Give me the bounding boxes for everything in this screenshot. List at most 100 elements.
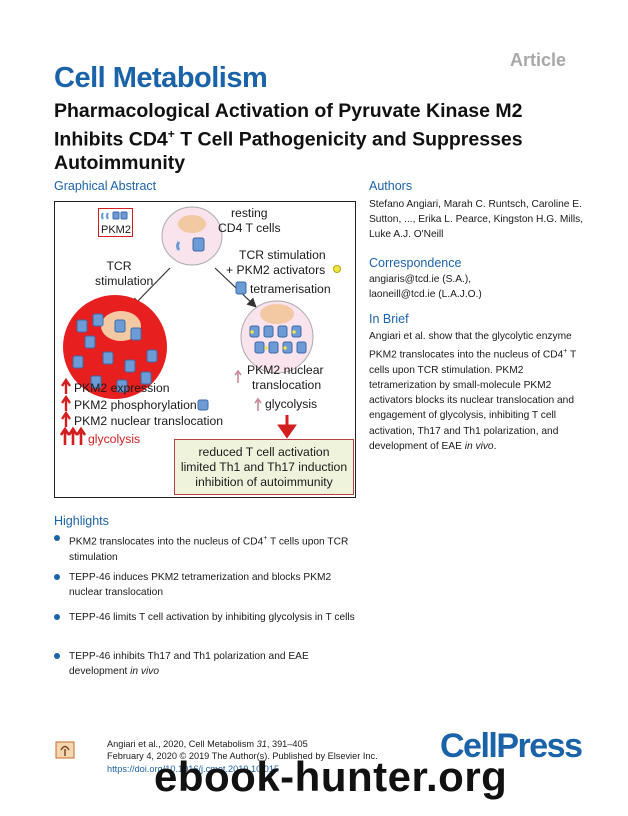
- highlight-item: TEPP-46 induces PKM2 tetramerization and…: [54, 570, 364, 601]
- pkm2-activator-icon: [333, 265, 341, 273]
- tcr-label-line2: stimulation: [95, 274, 154, 288]
- red-up-arrow-icon: [59, 426, 71, 445]
- activator-treated-cell: [240, 300, 314, 374]
- pkm2-tetramer-icon: [282, 341, 293, 354]
- pkm2-tetramer-icon: [249, 325, 260, 338]
- pkm2-icon: [146, 349, 158, 363]
- pkm2-tetramer-legend-icon: [235, 281, 247, 295]
- left-list-item: PKM2 phosphorylation: [74, 398, 197, 412]
- phospho-pkm2-icon: [197, 399, 209, 411]
- in-brief-text: Angiari et al. show that the glycolytic …: [369, 329, 584, 454]
- citation-pages: , 391–405: [266, 739, 308, 749]
- pkm2-icon: [102, 351, 114, 365]
- resting-nucleus: [178, 215, 206, 233]
- elsevier-tree-icon: [55, 741, 75, 759]
- bullet-icon: [54, 614, 60, 620]
- bullet-icon: [54, 535, 60, 541]
- red-up-arrow-icon: [61, 410, 71, 427]
- arrow-tcr: [131, 267, 171, 308]
- outcome-box: reduced T cell activation limited Th1 an…: [174, 439, 354, 495]
- graphical-abstract-heading: Graphical Abstract: [54, 179, 157, 193]
- pkm2-tetramer-icon: [291, 325, 302, 338]
- journal-name: Cell Metabolism: [54, 62, 268, 94]
- outcome-line: limited Th1 and Th17 induction: [180, 460, 348, 474]
- resting-label-line1: resting: [231, 206, 268, 220]
- left-glycolysis-label: glycolysis: [88, 432, 141, 446]
- pkm2-tag-label: PKM2: [101, 224, 131, 236]
- highlight-text: TEPP-46 inhibits Th17 and Th1 polarizati…: [69, 651, 309, 678]
- resting-label-line2: CD4 T cells: [218, 221, 281, 235]
- right-translocation-line2: translocation: [252, 378, 322, 392]
- outcome-line: reduced T cell activation: [198, 445, 330, 459]
- in-brief-superscript: +: [563, 348, 568, 356]
- pkm2-icon: [114, 319, 126, 333]
- tcr-label-line1: TCR: [106, 259, 132, 273]
- tcr-activator-label-line1: TCR stimulation: [239, 248, 326, 262]
- pkm2-icon: [140, 371, 152, 385]
- pkm2-tetramer-icon: [296, 341, 307, 354]
- authors-list: Stefano Angiari, Marah C. Runtsch, Carol…: [369, 199, 584, 241]
- watermark: ebook-hunter.org: [154, 753, 508, 800]
- cellpress-logo: CellPress: [440, 727, 583, 765]
- pkm2-icon: [76, 319, 88, 333]
- red-up-arrow-icon: [75, 426, 87, 445]
- pkm2-icon: [130, 327, 142, 341]
- highlight-item: TEPP-46 limits T cell activation by inhi…: [54, 610, 364, 625]
- pkm2-tetramer-icon: [254, 341, 265, 354]
- highlight-text: TEPP-46 induces PKM2 tetramerization and…: [69, 572, 332, 599]
- citation-line2: February 4, 2020 © 2019 The Author(s). P…: [107, 751, 378, 762]
- tcr-activator-label-line2: + PKM2 activators: [226, 263, 326, 277]
- highlight-text: T cells upon TCR stimulation: [69, 536, 349, 563]
- citation-line1: Angiari et al., 2020, Cell Metabolism 31…: [107, 738, 378, 750]
- graphical-abstract-figure: [59, 206, 341, 445]
- pkm2-tetramer-icon: [268, 341, 279, 354]
- pkm2-icon: [116, 379, 128, 393]
- resting-cell: [161, 206, 223, 266]
- correspondence-heading: Correspondence: [369, 256, 462, 270]
- highlight-superscript: +: [263, 535, 268, 542]
- pkm2-icon: [72, 355, 84, 369]
- pkm2-icon: [90, 375, 102, 389]
- citation-text: Angiari et al., 2020, Cell Metabolism: [107, 739, 257, 749]
- activator-nucleus: [260, 304, 294, 324]
- in-brief-part2: T cells upon TCR stimulation. PKM2 tetra…: [369, 349, 577, 452]
- pkm2-tetramer-icon: [277, 325, 288, 338]
- bullet-icon: [54, 653, 60, 659]
- doi-link[interactable]: https://doi.org/10.1016/j.cmet.2019.10.0…: [107, 763, 280, 774]
- citation-volume: 31: [256, 739, 267, 749]
- outcome-line: inhibition of autoimmunity: [195, 475, 333, 489]
- pkm2-icon: [84, 335, 96, 349]
- outcome-arrow: [277, 415, 297, 439]
- graphical-abstract: PKM2 resting CD4 T cells TCR stimulation…: [54, 201, 356, 498]
- in-brief-end: .: [493, 440, 497, 452]
- tetramerisation-label: tetramerisation: [250, 282, 331, 296]
- right-glycolysis-label: glycolysis: [265, 397, 318, 411]
- in-brief-heading: In Brief: [369, 312, 409, 326]
- article-type-label: Article: [509, 50, 566, 70]
- title-part2: T Cell Pathogenicity and Suppresses Auto…: [54, 128, 523, 174]
- citation: Angiari et al., 2020, Cell Metabolism 31…: [107, 738, 378, 775]
- pkm2-tetramer-icon: [192, 237, 205, 252]
- title-superscript: +: [167, 127, 175, 141]
- arrow-tcr-activators: [214, 267, 257, 308]
- highlight-text: PKM2 translocates into the nucleus of CD…: [69, 536, 264, 548]
- pkm2-legend-tag: PKM2: [98, 208, 133, 237]
- in-brief-italic: in vivo: [464, 440, 494, 452]
- correspondence-email[interactable]: laoneill@tcd.ie (L.A.J.O.): [369, 289, 482, 300]
- authors-heading: Authors: [369, 179, 413, 193]
- right-translocation-line1: PKM2 nuclear: [247, 363, 324, 377]
- bullet-icon: [54, 574, 60, 580]
- correspondence-email[interactable]: angiaris@tcd.ie (S.A.),: [369, 274, 472, 285]
- pkm2-dimer-icon: [176, 241, 181, 251]
- in-brief-part1: Angiari et al. show that the glycolytic …: [369, 331, 572, 361]
- pkm2-icon: [124, 359, 136, 373]
- highlights-heading: Highlights: [54, 514, 109, 528]
- title-part1: Pharmacological Activation of Pyruvate K…: [54, 100, 523, 151]
- small-up-arrow-icon: [254, 397, 262, 411]
- paper-title: Pharmacological Activation of Pyruvate K…: [54, 100, 574, 175]
- pkm2-icon: [92, 313, 104, 327]
- highlight-item: TEPP-46 inhibits Th17 and Th1 polarizati…: [54, 649, 364, 680]
- left-list-item: PKM2 expression: [74, 381, 170, 395]
- highlight-text: TEPP-46 limits T cell activation by inhi…: [69, 612, 355, 623]
- left-list-item: PKM2 nuclear translocation: [74, 414, 224, 428]
